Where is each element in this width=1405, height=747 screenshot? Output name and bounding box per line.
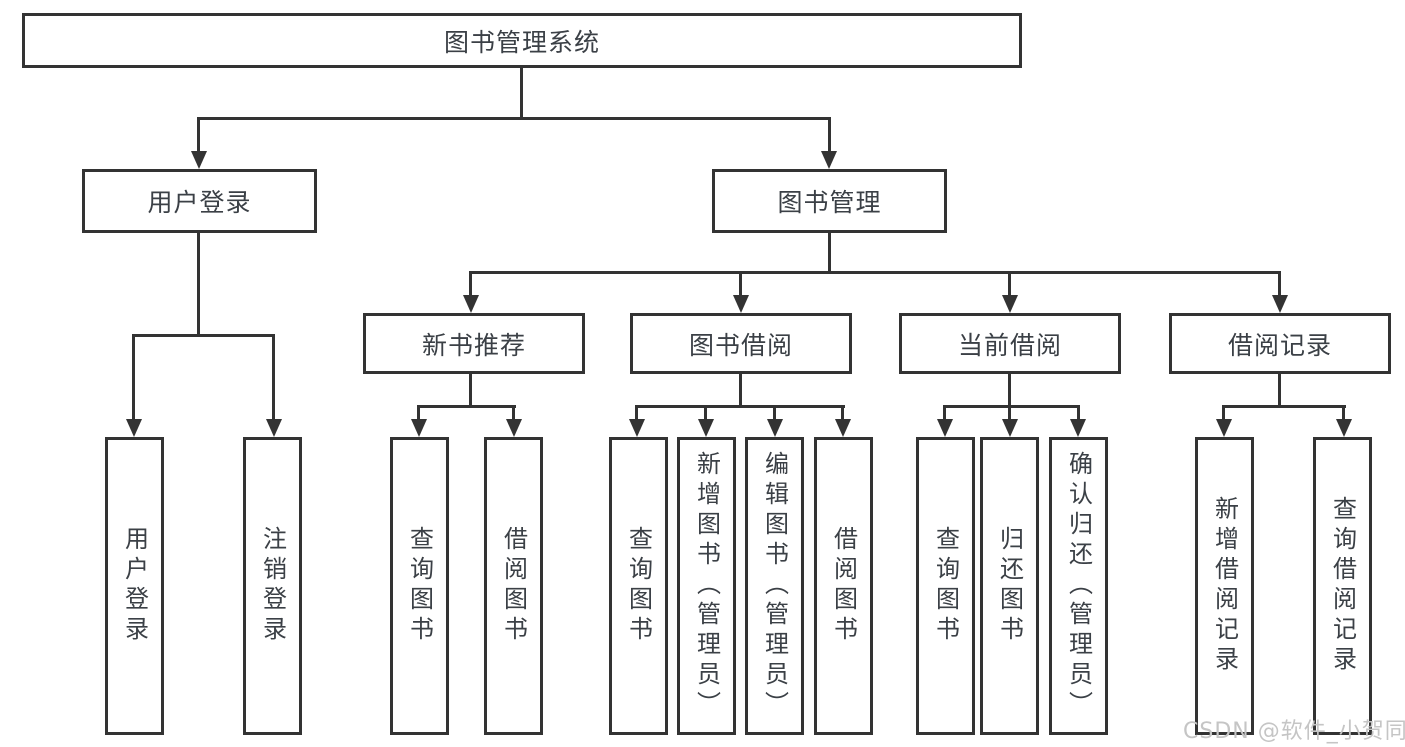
leaf-add-borrow-record: 新增借阅记录 (1195, 437, 1254, 735)
arrowhead (821, 151, 837, 169)
node-label: 用户登录 (147, 188, 252, 217)
node-label: 借阅图书 (499, 526, 528, 646)
connector-line (1222, 405, 1225, 421)
node-label: 确认归还（管理员） (1064, 451, 1093, 721)
node-label: 图书借阅 (688, 330, 793, 360)
node-label: 查询图书 (931, 526, 960, 646)
node-current-borrow: 当前借阅 (899, 313, 1121, 374)
leaf-return-books: 归还图书 (980, 437, 1039, 735)
connector-line (943, 405, 1080, 408)
connector-line (512, 405, 515, 421)
connector-line (1008, 374, 1011, 408)
connector-line (841, 405, 844, 421)
connector-line (417, 405, 516, 408)
leaf-query-books-current: 查询图书 (916, 437, 975, 735)
arrowhead (1002, 419, 1018, 437)
connector-line (469, 271, 472, 297)
leaf-add-books-admin: 新增图书（管理员） (677, 437, 736, 735)
node-new-book-recommend: 新书推荐 (363, 313, 585, 374)
connector-line (417, 405, 420, 421)
node-label: 用户登录 (120, 526, 149, 646)
node-label: 当前借阅 (957, 330, 1062, 360)
leaf-query-borrow-record: 查询借阅记录 (1313, 437, 1372, 735)
arrowhead (463, 295, 479, 313)
connector-line (1008, 271, 1011, 297)
connector-line (1342, 405, 1345, 421)
node-label: 新增图书（管理员） (692, 451, 721, 721)
connector-line (1008, 405, 1011, 421)
node-borrow-records: 借阅记录 (1169, 313, 1391, 374)
leaf-borrow-books: 借阅图书 (814, 437, 873, 735)
leaf-logout: 注销登录 (243, 437, 302, 735)
arrowhead (937, 419, 953, 437)
node-label: 查询图书 (624, 526, 653, 646)
connector-line (704, 405, 707, 421)
node-label: 图书管理系统 (443, 27, 600, 57)
arrowhead (126, 419, 142, 437)
arrowhead (767, 419, 783, 437)
connector-line (197, 233, 200, 336)
connector-line (520, 68, 523, 117)
connector-line (635, 405, 638, 421)
arrowhead (698, 419, 714, 437)
leaf-edit-books-admin: 编辑图书（管理员） (745, 437, 804, 735)
connector-line (272, 334, 275, 421)
node-label: 新增借阅记录 (1210, 496, 1239, 676)
connector-line (943, 405, 946, 421)
connector-line (773, 405, 776, 421)
arrowhead (1272, 295, 1288, 313)
node-book-borrow: 图书借阅 (630, 313, 852, 374)
arrowhead (191, 151, 207, 169)
node-label: 新书推荐 (421, 330, 526, 360)
connector-line (469, 374, 472, 408)
connector-line (635, 405, 845, 408)
leaf-user-login: 用户登录 (105, 437, 164, 735)
leaf-query-books-borrow: 查询图书 (609, 437, 668, 735)
node-label: 注销登录 (258, 526, 287, 646)
connector-line (739, 271, 742, 297)
node-root: 图书管理系统 (22, 13, 1022, 68)
connector-line (132, 334, 135, 421)
connector-line (739, 374, 742, 408)
node-user-login: 用户登录 (82, 169, 317, 233)
node-label: 编辑图书（管理员） (760, 451, 789, 721)
node-book-management: 图书管理 (712, 169, 947, 233)
csdn-watermark: CSDN @软件_小贺同学 (1183, 719, 1405, 744)
arrowhead (506, 419, 522, 437)
connector-line (1278, 374, 1281, 408)
arrowhead (629, 419, 645, 437)
node-label: 借阅记录 (1227, 330, 1332, 360)
leaf-borrow-books-recommend: 借阅图书 (484, 437, 543, 735)
connector-line (1077, 405, 1080, 421)
arrowhead (1216, 419, 1232, 437)
arrowhead (266, 419, 282, 437)
node-label: 查询图书 (405, 526, 434, 646)
connector-line (1278, 271, 1281, 297)
connector-line (828, 233, 831, 274)
leaf-query-books-recommend: 查询图书 (390, 437, 449, 735)
connector-line (132, 334, 275, 337)
node-label: 归还图书 (995, 526, 1024, 646)
arrowhead (1070, 419, 1086, 437)
connector-line (828, 117, 831, 153)
node-label: 借阅图书 (829, 526, 858, 646)
connector-line (469, 271, 1281, 274)
arrowhead (1002, 295, 1018, 313)
connector-line (197, 117, 200, 153)
connector-line (197, 117, 831, 120)
arrowhead (835, 419, 851, 437)
node-label: 查询借阅记录 (1328, 496, 1357, 676)
arrowhead (733, 295, 749, 313)
arrowhead (411, 419, 427, 437)
connector-line (1222, 405, 1346, 408)
node-label: 图书管理 (777, 188, 882, 217)
leaf-confirm-return-admin: 确认归还（管理员） (1049, 437, 1108, 735)
arrowhead (1336, 419, 1352, 437)
